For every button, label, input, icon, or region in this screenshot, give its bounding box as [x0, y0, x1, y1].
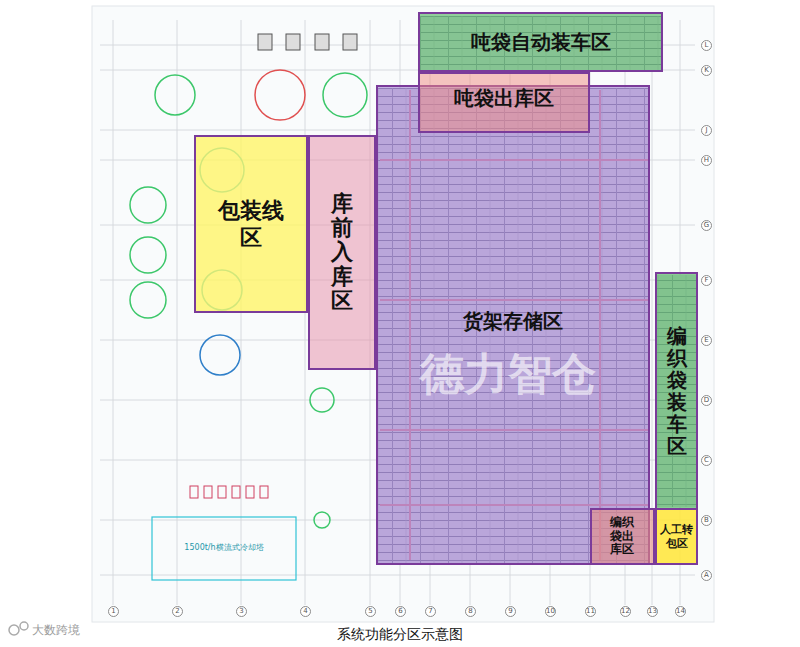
- axis-letter: D: [701, 395, 712, 406]
- axis-number: 2: [172, 606, 183, 617]
- axis-number: 9: [505, 606, 516, 617]
- zone-label: 货架存储区: [463, 309, 563, 334]
- zone-box: 包装线区: [194, 135, 308, 313]
- axis-number: 3: [236, 606, 247, 617]
- zone-box: 编织袋出库区: [590, 508, 655, 565]
- axis-letter: H: [701, 155, 712, 166]
- axis-number: 14: [675, 606, 686, 617]
- zone-box: 人工转包区: [655, 508, 698, 565]
- axis-number: 1: [108, 606, 119, 617]
- axis-letter: L: [701, 40, 712, 51]
- axis-letter: F: [701, 275, 712, 286]
- axis-number: 5: [365, 606, 376, 617]
- zone-box: 编织袋装车区: [655, 272, 698, 510]
- zone-box: 库前入库区: [308, 135, 376, 370]
- axis-number: 8: [465, 606, 476, 617]
- zone-label: 吨袋自动装车区: [471, 30, 611, 55]
- axis-number: 10: [545, 606, 556, 617]
- axis-letter: J: [701, 125, 712, 136]
- axis-letter: C: [701, 455, 712, 466]
- source-logo: 大数跨境: [32, 622, 80, 639]
- axis-number: 7: [425, 606, 436, 617]
- zone-label: 编织袋出库区: [609, 516, 635, 557]
- zone-label: 编织袋装车区: [667, 325, 687, 457]
- axis-number: 12: [620, 606, 631, 617]
- zone-box: 吨袋自动装车区: [418, 12, 663, 72]
- watermark: 德力智仓: [420, 345, 596, 404]
- axis-letter: B: [701, 515, 712, 526]
- zone-label: 人工转包区: [659, 523, 693, 549]
- axis-number: 6: [395, 606, 406, 617]
- axis-number: 4: [300, 606, 311, 617]
- figure-caption: 系统功能分区示意图: [0, 626, 800, 644]
- axis-letter: K: [701, 65, 712, 76]
- axis-letter: G: [701, 220, 712, 231]
- zone-box: 吨袋出库区: [418, 72, 590, 133]
- zone-label: 吨袋出库区: [454, 86, 554, 111]
- zone-box: 货架存储区: [376, 85, 650, 565]
- axis-letter: E: [701, 335, 712, 346]
- axis-number: 11: [585, 606, 596, 617]
- equipment-note: 1500t/h横流式冷却塔: [160, 542, 288, 553]
- axis-letter: A: [701, 570, 712, 581]
- zone-label: 库前入库区: [331, 192, 353, 313]
- zone-label: 包装线区: [216, 197, 286, 252]
- axis-number: 13: [647, 606, 658, 617]
